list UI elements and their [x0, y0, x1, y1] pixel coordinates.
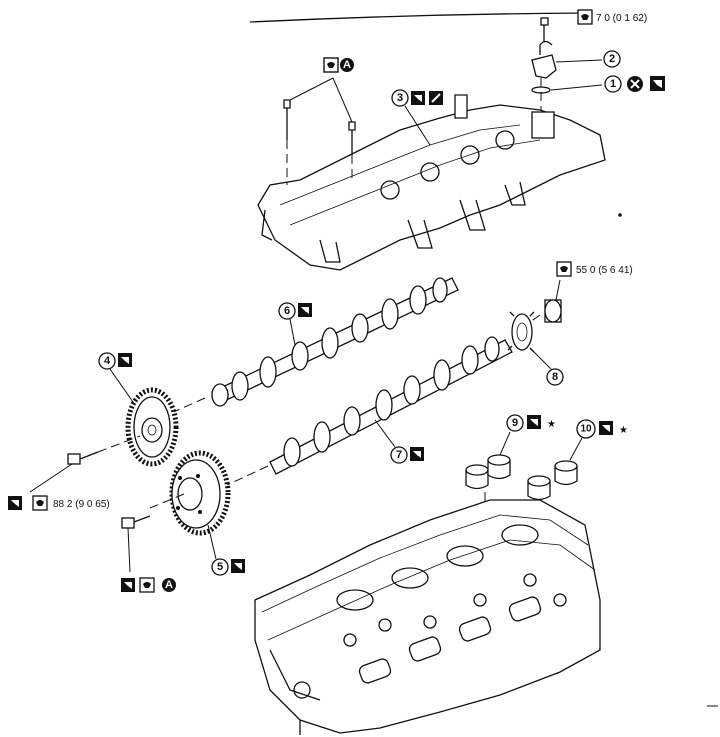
speck [618, 213, 622, 217]
step-A-icon [162, 578, 176, 592]
callout-6: 6 [278, 302, 296, 320]
bracket-bolt-symbols: A [323, 57, 354, 73]
svg-text:2: 2 [609, 53, 615, 65]
callout-7: 7 [390, 446, 408, 464]
signal-plate-bolt [529, 299, 562, 323]
step-A-icon [340, 58, 354, 72]
valve-lifters-9 [465, 431, 511, 490]
svg-text:5: 5 [217, 561, 223, 573]
signal-plate-bolt-torque: 55 0 (5 6 41) [576, 265, 633, 276]
header-rule [249, 12, 586, 23]
vtc-bolt-symbols: A [121, 577, 176, 593]
bracket-bolt-right [348, 121, 356, 178]
valve-lifters-10 [527, 437, 583, 501]
callout-8: 8 [546, 368, 564, 386]
torque-wrench-glyph [36, 500, 44, 506]
torque-wrench-glyph [143, 582, 151, 588]
signal-plate [507, 311, 535, 353]
torque-wrench-glyph [581, 14, 589, 20]
variable-timing-sprocket [149, 450, 231, 536]
sensor-bolt-torque: 7 0 (0 1 62) [596, 13, 647, 24]
callout-9: 9 [506, 414, 524, 432]
bracket-bolt-left [283, 99, 291, 185]
sprocket-bolt-lower [121, 515, 151, 573]
apply-oil-icon [411, 91, 425, 105]
svg-text:3: 3 [397, 92, 403, 104]
sprocket-torque-spec: 88 2 (9 0 65) [8, 495, 110, 511]
signal-plate-torque: 55 0 (5 6 41) [556, 261, 633, 277]
oil-glyph [11, 500, 19, 507]
apply-oil-icon [650, 76, 665, 91]
step-A-letter: A [343, 59, 351, 71]
sealant-icon [429, 91, 443, 105]
oil-glyph [124, 582, 132, 589]
callout-3: 3 [391, 89, 409, 107]
apply-oil-icon [231, 559, 245, 573]
svg-text:8: 8 [552, 371, 558, 383]
camshaft-lower [224, 336, 513, 487]
camshaft-bracket [257, 94, 606, 271]
cam-sprocket-bolt-torque: 88 2 (9 0 65) [53, 499, 110, 510]
callout-5: 5 [211, 558, 229, 576]
torque-wrench-glyph [327, 62, 335, 68]
svg-text:9: 9 [512, 417, 518, 429]
camshaft-sprocket [125, 387, 179, 467]
apply-oil-icon [599, 421, 613, 435]
svg-text:7: 7 [396, 449, 402, 461]
callout-2: 2 [603, 50, 621, 68]
sprocket-bolt-upper [29, 435, 141, 493]
svg-text:1: 1 [610, 78, 616, 90]
apply-oil-icon [410, 447, 424, 461]
callout-4: 4 [98, 352, 116, 370]
callout-1: 1 [604, 75, 622, 93]
svg-text:10: 10 [580, 424, 592, 435]
apply-oil-icon [527, 415, 541, 429]
cylinder-head [254, 499, 601, 735]
star-mark: ★ [547, 419, 556, 430]
apply-oil-icon [118, 353, 132, 367]
step-A-letter: A [165, 579, 173, 591]
torque-wrench-glyph [560, 266, 568, 272]
svg-text:4: 4 [104, 355, 111, 367]
x-circle-icon [627, 76, 643, 92]
sensor-torque-spec: 7 0 (0 1 62) [577, 9, 647, 25]
callout-10: 10 [576, 419, 596, 439]
apply-oil-icon [298, 303, 312, 317]
star-mark: ★ [619, 425, 628, 436]
cam-sensor-assembly [531, 17, 603, 110]
svg-text:6: 6 [284, 305, 290, 317]
camshaft-upper [159, 277, 459, 419]
